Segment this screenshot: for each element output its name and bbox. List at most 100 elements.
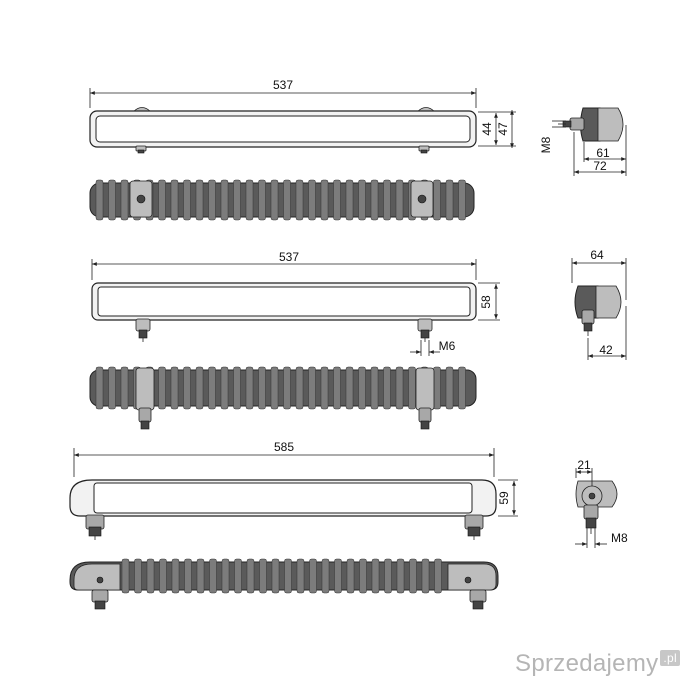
cooling-fin <box>283 366 291 410</box>
bar2-depth-label: 64 <box>590 248 604 262</box>
cooling-fin <box>108 366 116 410</box>
cooling-fin <box>121 558 130 594</box>
bar1-depth-outer-label: 72 <box>593 159 607 173</box>
cooling-fin <box>284 558 292 594</box>
cooling-fin <box>195 366 204 410</box>
cooling-fin <box>384 558 392 594</box>
bar2-side-view: 64 42 <box>571 248 627 360</box>
bar2-width-label: 537 <box>279 250 299 264</box>
cooling-fin <box>345 366 354 410</box>
bar2-front-view: 537 58 M6 <box>91 250 500 356</box>
cooling-fin <box>259 558 267 594</box>
cooling-fin <box>434 558 442 594</box>
bar3-thread-label: M8 <box>611 531 628 545</box>
bar3-side-view: 21 M8 <box>575 458 628 548</box>
bar1-mount-studs <box>135 145 430 154</box>
cooling-fin <box>170 179 179 221</box>
cooling-fin <box>358 366 366 410</box>
cooling-fin <box>159 558 167 594</box>
bar2-rear-view <box>89 366 477 430</box>
bar1-width-label: 537 <box>273 78 293 92</box>
cooling-fin <box>183 179 191 221</box>
cooling-fin <box>270 179 279 221</box>
cooling-fin <box>383 366 391 410</box>
cooling-fin <box>196 558 205 594</box>
cooling-fin <box>445 179 454 221</box>
cooling-fin <box>209 558 217 594</box>
cooling-fin <box>258 366 266 410</box>
cooling-fin <box>295 179 304 221</box>
cooling-fin <box>421 558 430 594</box>
bar1-depth-inner-label: 61 <box>596 146 610 160</box>
cooling-fin <box>409 558 417 594</box>
cooling-fin <box>370 366 379 410</box>
watermark-suffix: .pl <box>660 650 680 666</box>
cooling-fin <box>458 366 466 410</box>
cooling-fin <box>233 366 241 410</box>
cooling-fin <box>370 179 379 221</box>
bar3-rear-brackets <box>73 563 497 610</box>
cooling-fin <box>184 558 192 594</box>
cooling-fin <box>270 366 279 410</box>
bar3-mount-brackets <box>85 514 484 540</box>
cooling-fin <box>396 558 405 594</box>
cooling-fin <box>320 179 329 221</box>
bar1-side-view: M8 61 72 <box>539 107 627 176</box>
cooling-fin <box>445 366 454 410</box>
cooling-fin <box>334 558 342 594</box>
cooling-fin <box>358 179 366 221</box>
cooling-fin <box>271 558 280 594</box>
cooling-fin <box>433 179 441 221</box>
bar2-thread-label: M6 <box>439 339 456 353</box>
cooling-fin <box>171 558 180 594</box>
watermark-text: Sprzedajemy <box>515 650 659 677</box>
cooling-fin <box>95 366 104 410</box>
bar3-width-label: 585 <box>274 440 294 454</box>
cooling-fin <box>195 179 204 221</box>
cooling-fin <box>220 179 229 221</box>
cooling-fin <box>120 366 129 410</box>
bar3-cooling-fins <box>121 558 442 594</box>
cooling-fin <box>296 558 305 594</box>
cooling-fin <box>146 558 155 594</box>
bar1-height-inner-label: 44 <box>480 122 494 136</box>
cooling-fin <box>120 179 129 221</box>
cooling-fin <box>346 558 355 594</box>
bar3-rear-view <box>69 558 499 610</box>
cooling-fin <box>359 558 367 594</box>
bar3-offset-label: 21 <box>577 458 591 472</box>
cooling-fin <box>408 366 416 410</box>
bar3-front-view: 585 59 <box>69 440 518 540</box>
cooling-fin <box>95 179 104 221</box>
cooling-fin <box>234 558 242 594</box>
cooling-fin <box>246 558 255 594</box>
cooling-fin <box>295 366 304 410</box>
cooling-fin <box>183 366 191 410</box>
cooling-fin <box>221 558 230 594</box>
cooling-fin <box>283 179 291 221</box>
cooling-fin <box>395 179 404 221</box>
cooling-fin <box>134 558 142 594</box>
bar1-height-outer-label: 47 <box>496 122 510 136</box>
cooling-fin <box>433 366 441 410</box>
watermark-logo: Sprzedajemy.pl <box>515 650 680 678</box>
bar2-offset-label: 42 <box>599 343 613 357</box>
cooling-fin <box>308 179 316 221</box>
cooling-fin <box>208 179 216 221</box>
cooling-fin <box>258 179 266 221</box>
bar2-rear-brackets <box>135 367 435 430</box>
cooling-fin <box>233 179 241 221</box>
cooling-fin <box>321 558 330 594</box>
cooling-fin <box>170 366 179 410</box>
cooling-fin <box>208 366 216 410</box>
cooling-fin <box>308 366 316 410</box>
bar1-rear-view <box>89 179 475 221</box>
cooling-fin <box>333 179 341 221</box>
cooling-fin <box>245 179 254 221</box>
cooling-fin <box>383 179 391 221</box>
cooling-fin <box>309 558 317 594</box>
cooling-fin <box>333 366 341 410</box>
bar2-height-label: 58 <box>479 295 493 309</box>
bar1-thread-label: M8 <box>539 136 553 153</box>
